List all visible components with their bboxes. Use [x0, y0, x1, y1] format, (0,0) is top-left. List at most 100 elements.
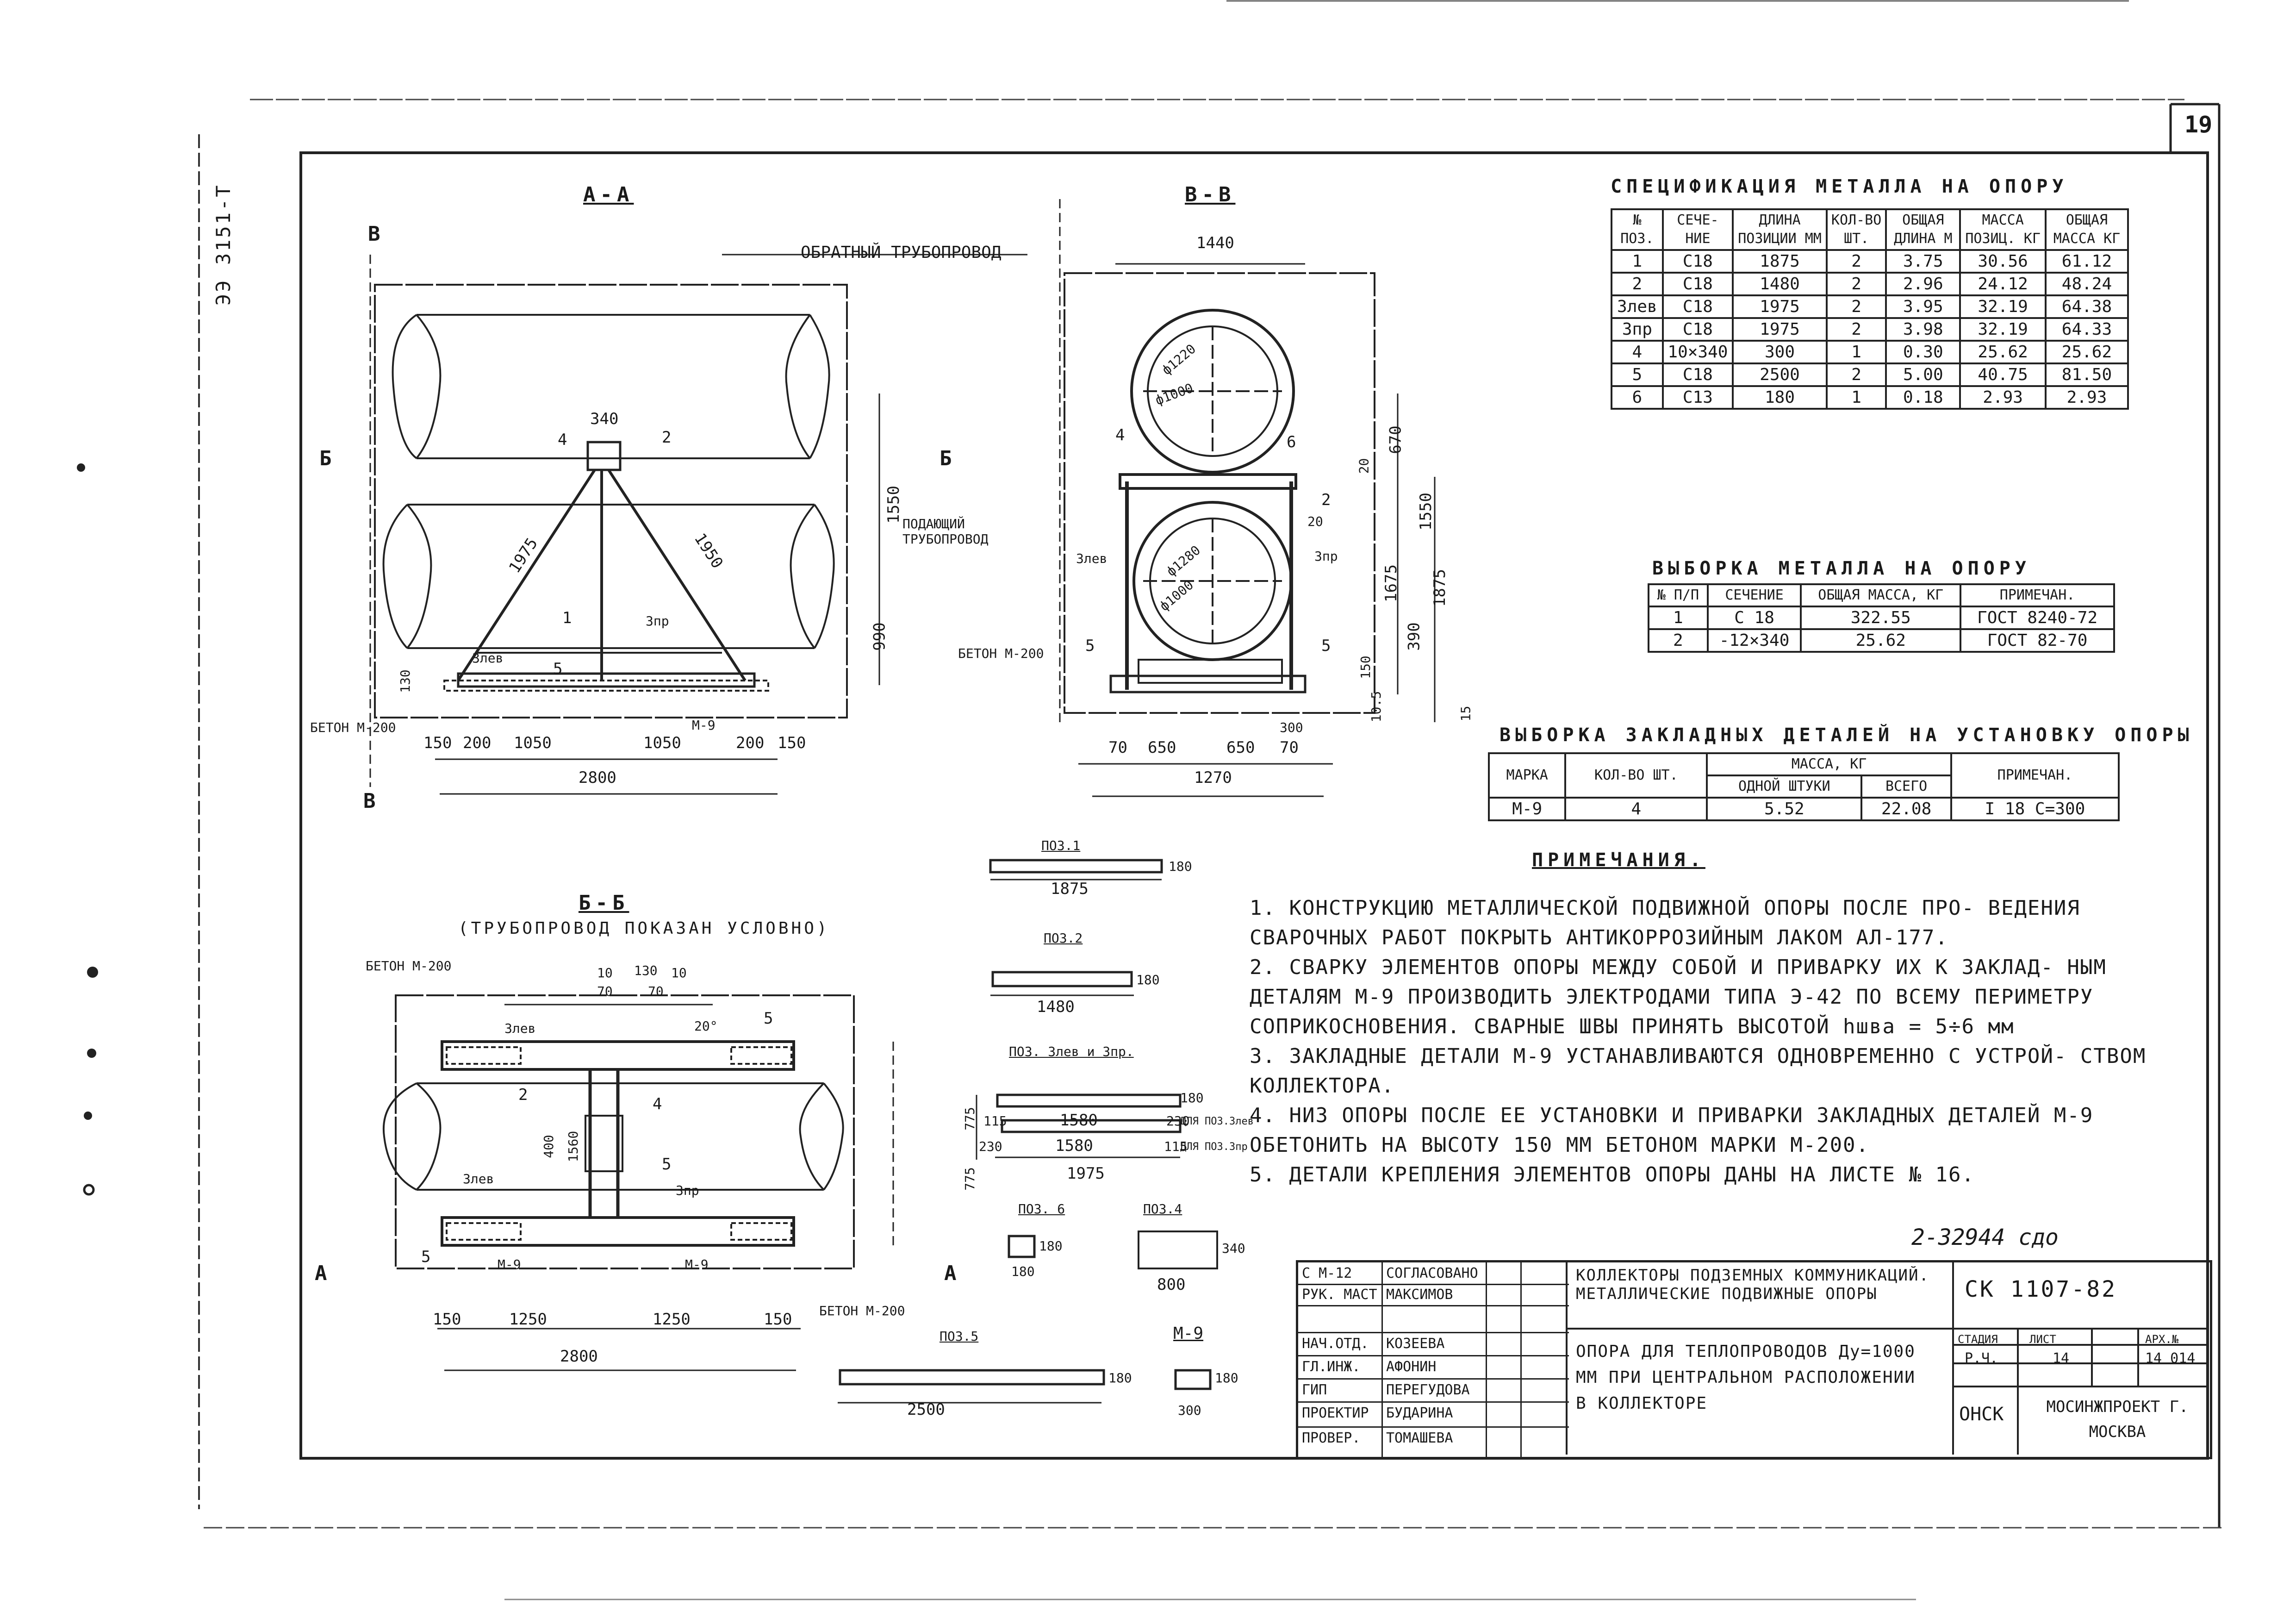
- tb-role: РУК. МАСТ: [1302, 1287, 1377, 1303]
- vv-dim-1875: 1875: [1430, 569, 1449, 607]
- table-cell: С18: [1661, 294, 1734, 319]
- embedded-subheader-row: ОДНОЙ ШТУКИ ВСЕГО: [1489, 775, 2119, 799]
- vv-dim-70-right: 70: [1280, 738, 1299, 757]
- vv-dim-650-left: 650: [1148, 738, 1176, 757]
- table-cell: М-9: [1487, 797, 1567, 821]
- bb-dim-1250-left: 1250: [509, 1310, 547, 1329]
- spec-metal-header: СЕЧЕ-НИЕ: [1661, 208, 1734, 251]
- metal-sample-table: № П/П СЕЧЕНИЕ ОБЩАЯ МАССА, КГ ПРИМЕЧАН. …: [1648, 583, 2115, 653]
- tb-name: СОГЛАСОВАНО: [1386, 1265, 1478, 1281]
- table-cell: ГОСТ 82-70: [1960, 628, 2115, 653]
- table-cell: 2: [1825, 294, 1887, 319]
- embedded-header: МАРКА: [1487, 752, 1567, 799]
- poz3-dim-230a: 230: [1166, 1113, 1190, 1129]
- table-cell: 300: [1732, 340, 1828, 364]
- spec-metal-header: МАССА ПОЗИЦ. КГ: [1959, 208, 2047, 251]
- poz2-length: 1480: [1037, 998, 1075, 1016]
- aa-dim-1050-left: 1050: [514, 734, 552, 752]
- table-cell: 2: [1648, 628, 1709, 653]
- bb-label-5-bottom: 5: [421, 1248, 431, 1266]
- table-cell: 22.08: [1860, 797, 1952, 821]
- embedded-header: ВСЕГО: [1860, 775, 1952, 799]
- vv-label-20: 20: [1307, 514, 1323, 529]
- tb-project-title: КОЛЛЕКТОРЫ ПОДЗЕМНЫХ КОММУНИКАЦИЙ. МЕТАЛ…: [1576, 1266, 1929, 1303]
- poz3-dim-775b: 775: [962, 1167, 977, 1191]
- bb-top-dim-70a: 70: [597, 984, 613, 999]
- bb-concrete-bottom: БЕТОН М-200: [819, 1303, 905, 1318]
- cut-mark-b-right: Б: [940, 447, 957, 470]
- table-cell: 1: [1825, 385, 1887, 410]
- cut-mark-v-bottom: В: [363, 789, 380, 813]
- metal-sample-header-row: № П/П СЕЧЕНИЕ ОБЩАЯ МАССА, КГ ПРИМЕЧАН.: [1648, 583, 2115, 607]
- section-aa-title: А-А: [583, 183, 634, 206]
- aa-dim-200-right: 200: [736, 734, 765, 752]
- poz3-dim-1975: 1975: [1067, 1164, 1105, 1183]
- table-cell: 3.95: [1885, 294, 1961, 319]
- tb-name: МАКСИМОВ: [1386, 1287, 1453, 1303]
- aa-label-3pr: 3пр: [646, 613, 669, 629]
- aa-dim-150-right: 150: [778, 734, 806, 752]
- poz2-label: ПОЗ.2: [1044, 931, 1083, 946]
- vv-dim-15: 15: [1458, 706, 1474, 722]
- vv-dim-1675: 1675: [1381, 564, 1400, 602]
- table-cell: -12×340: [1706, 628, 1802, 653]
- metal-sample-title: ВЫБОРКА МЕТАЛЛА НА ОПОРУ: [1652, 558, 2031, 579]
- table-cell: I 18 С=300: [1950, 797, 2120, 821]
- bb-label-m9-right: М-9: [685, 1257, 709, 1272]
- poz3-dim-1580b: 1580: [1055, 1137, 1093, 1155]
- poz3-height: 180: [1180, 1090, 1204, 1106]
- table-cell: 1480: [1732, 272, 1828, 296]
- table-cell: 2.93: [1959, 385, 2047, 410]
- aa-concrete-label: БЕТОН М-200: [310, 720, 396, 735]
- spec-metal-header: ОБЩАЯ ДЛИНА М: [1885, 208, 1961, 251]
- bb-top-dim-10b: 10: [671, 965, 687, 981]
- note-item: 2. СВАРКУ ЭЛЕМЕНТОВ ОПОРЫ МЕЖДУ СОБОЙ И …: [1250, 956, 2107, 1038]
- bb-label-20deg: 20°: [694, 1018, 718, 1034]
- poz6-label: ПОЗ. 6: [1018, 1201, 1065, 1217]
- aa-label-4: 4: [558, 431, 567, 449]
- tb-name: ПЕРЕГУДОВА: [1386, 1382, 1470, 1398]
- poz3-dim-115a: 115: [983, 1113, 1007, 1129]
- poz3-label: ПОЗ. 3лев и 3пр.: [1009, 1044, 1134, 1059]
- poz5-height: 180: [1108, 1370, 1132, 1386]
- m9-height: 180: [1215, 1370, 1238, 1386]
- section-bb-drawing: [382, 994, 894, 1371]
- bb-label-5-mid: 5: [662, 1155, 672, 1174]
- table-cell: 48.24: [2044, 272, 2129, 296]
- notes-block: 1. КОНСТРУКЦИЮ МЕТАЛЛИЧЕСКОЙ ПОДВИЖНОЙ О…: [1250, 893, 2203, 1190]
- table-cell: С18: [1661, 272, 1734, 296]
- aa-dim-total: 2800: [579, 768, 616, 787]
- metal-sample-header: СЕЧЕНИЕ: [1706, 583, 1802, 607]
- tb-archive: 14 014: [2145, 1350, 2196, 1367]
- poz3-note-lev: ДЛЯ ПОЗ.3лев: [1180, 1116, 1254, 1127]
- table-cell: С 18: [1706, 606, 1802, 630]
- table-cell: 6: [1611, 385, 1664, 410]
- bb-label-1560: 1560: [566, 1131, 581, 1162]
- table-cell: 1: [1825, 340, 1887, 364]
- tb-role: С М-12: [1302, 1265, 1352, 1281]
- bb-label-5-top: 5: [764, 1009, 773, 1028]
- return-pipe-label: ОБРАТНЫЙ ТРУБОПРОВОД: [801, 243, 1002, 262]
- vv-concrete-label: БЕТОН М-200: [958, 646, 1044, 661]
- tb-role: НАЧ.ОТД.: [1302, 1336, 1369, 1352]
- tb-name: КОЗЕЕВА: [1386, 1336, 1445, 1352]
- aa-dim-200-left: 200: [463, 734, 492, 752]
- table-cell: 4: [1611, 340, 1664, 364]
- m9-label: М-9: [1173, 1324, 1204, 1343]
- table-cell: 2.93: [2044, 385, 2129, 410]
- bb-label-2: 2: [518, 1086, 528, 1104]
- section-aa-drawing: [369, 254, 1027, 795]
- table-cell: 32.19: [1959, 294, 2047, 319]
- aa-label-340: 340: [590, 410, 619, 428]
- bb-label-400: 400: [541, 1135, 556, 1158]
- tb-drawing-title: ОПОРА ДЛЯ ТЕПЛОПРОВОДОВ Ду=1000 ММ ПРИ Ц…: [1576, 1342, 1916, 1413]
- table-cell: 0.30: [1885, 340, 1961, 364]
- embedded-title: ВЫБОРКА ЗАКЛАДНЫХ ДЕТАЛЕЙ НА УСТАНОВКУ О…: [1500, 725, 2194, 746]
- section-bb-title: Б-Б: [579, 891, 629, 915]
